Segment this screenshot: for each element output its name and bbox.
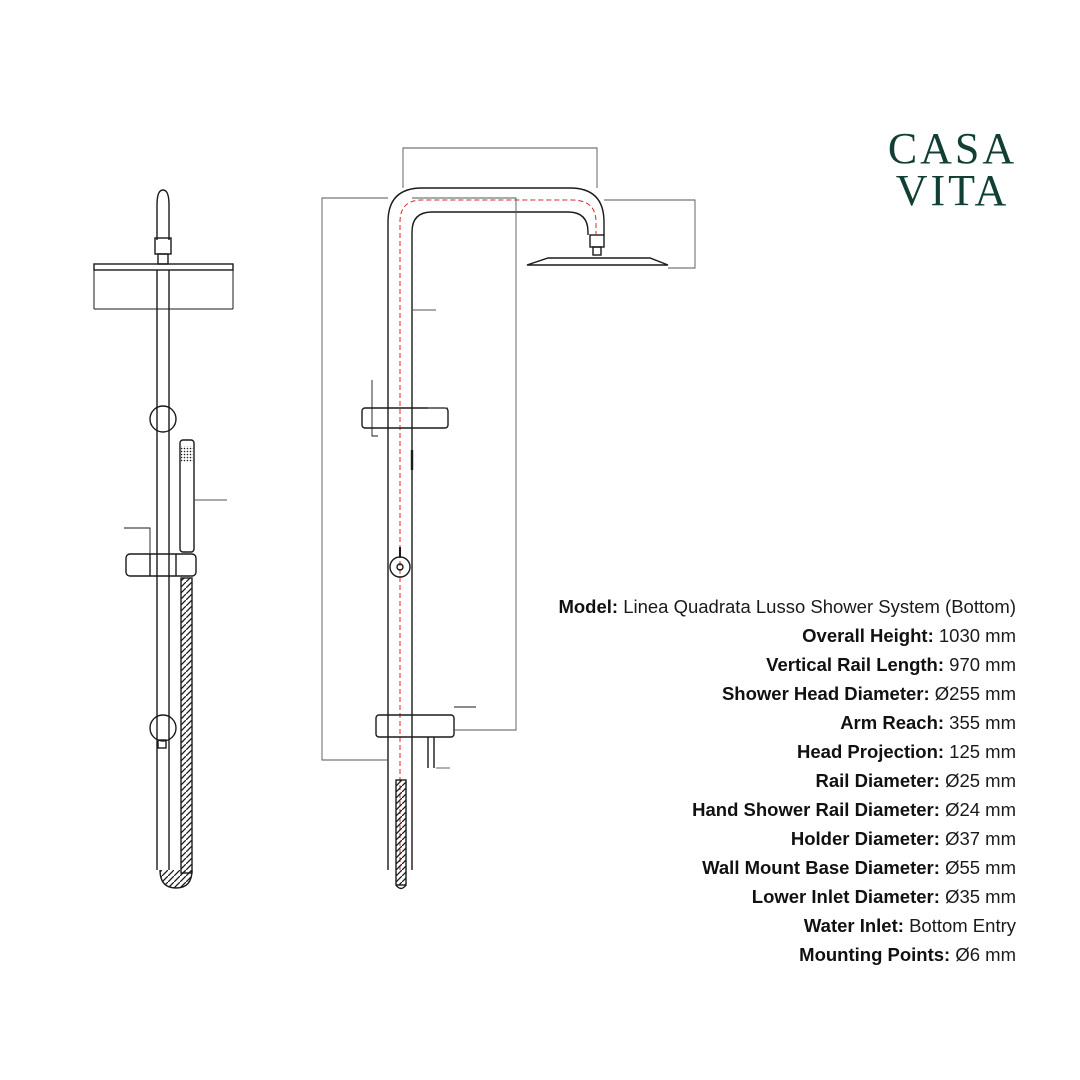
side-view-shower-head [526,257,669,266]
front-view-slider-holder [125,553,197,577]
spec-row-holder-diameter: Holder Diameter: Ø37 mm [456,824,1016,853]
side-view [361,187,669,890]
spec-row-head-projection: Head Projection: 125 mm [456,737,1016,766]
spec-row-overall-height: Overall Height: 1030 mm [456,621,1016,650]
spec-value: 125 mm [949,741,1016,762]
spec-row-model: Model: Linea Quadrata Lusso Shower Syste… [456,592,1016,621]
brand-line-1: CASA [887,124,1018,173]
front-view-arm [156,189,170,240]
spec-row-head-diameter: Shower Head Diameter: Ø255 mm [456,679,1016,708]
side-view-lower-holder [375,714,455,738]
spec-label: Vertical Rail Length: [766,654,945,675]
front-view-hand-shower [179,439,195,553]
spec-row-rail-length: Vertical Rail Length: 970 mm [456,650,1016,679]
spec-row-lower-inlet-diameter: Lower Inlet Diameter: Ø35 mm [456,882,1016,911]
spec-row-rail-diameter: Rail Diameter: Ø25 mm [456,766,1016,795]
spec-value: Ø255 mm [934,683,1016,704]
brand-logo: CASA VITA [880,124,1025,215]
spec-label: Hand Shower Rail Diameter: [692,799,940,820]
spec-value: Linea Quadrata Lusso Shower System (Bott… [623,596,1016,617]
front-view-upper-holder [149,405,177,433]
side-view-hose [395,779,407,886]
spec-value: Ø6 mm [955,944,1016,965]
front-view-arm-connector [154,237,172,255]
brand-line-2: VITA [895,166,1010,215]
front-view-shower-head [93,263,234,271]
spec-value: 355 mm [949,712,1016,733]
spec-value: 1030 mm [938,625,1016,646]
spec-label: Model: [558,596,619,617]
spec-row-wall-mount-base-diameter: Wall Mount Base Diameter: Ø55 mm [456,853,1016,882]
side-view-centerline [399,199,597,870]
spec-value: Ø25 mm [945,770,1016,791]
spec-label: Wall Mount Base Diameter: [702,857,940,878]
spec-label: Overall Height: [802,625,934,646]
spec-value: Ø55 mm [945,857,1016,878]
spec-list: Model: Linea Quadrata Lusso Shower Syste… [456,592,1016,969]
spec-label: Head Projection: [797,741,945,762]
front-view [93,189,234,889]
spec-row-arm-reach: Arm Reach: 355 mm [456,708,1016,737]
spec-label: Water Inlet: [803,915,904,936]
spec-row-water-inlet: Water Inlet: Bottom Entry [456,911,1016,940]
dimension-lines [321,147,696,769]
spec-label: Mounting Points: [799,944,951,965]
spec-row-mounting-points: Mounting Points: Ø6 mm [456,940,1016,969]
spec-label: Shower Head Diameter: [721,683,930,704]
spec-label: Arm Reach: [840,712,945,733]
spec-label: Lower Inlet Diameter: [751,886,940,907]
side-view-arm-inner [411,211,589,870]
front-view-lower-holder [149,714,177,742]
spec-row-hand-shower-rail-diameter: Hand Shower Rail Diameter: Ø24 mm [456,795,1016,824]
spec-label: Holder Diameter: [790,828,940,849]
front-view-hose [180,577,193,874]
spec-value: 970 mm [949,654,1016,675]
spec-value: Ø35 mm [945,886,1016,907]
spec-label: Rail Diameter: [815,770,940,791]
spec-value: Bottom Entry [909,915,1016,936]
side-view-upper-holder [361,407,449,429]
spec-value: Ø24 mm [945,799,1016,820]
spec-value: Ø37 mm [945,828,1016,849]
side-view-arm-outer [387,187,605,870]
